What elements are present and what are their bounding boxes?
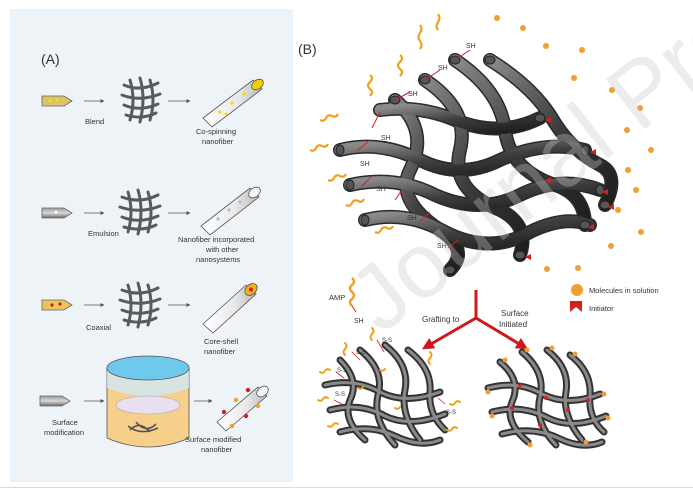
- row-coaxial: Coaxial Core-shell nanofiber: [41, 281, 258, 356]
- row-blend: Blend Co-spinning nanofiber: [41, 76, 264, 146]
- sh-label: SH: [407, 215, 417, 222]
- molecule-legend-icon: [571, 284, 583, 296]
- initiator-legend-icon: [570, 301, 582, 312]
- ss-label: S-S: [446, 410, 456, 416]
- panel-a-label: (A): [41, 51, 60, 67]
- sh-label: SH: [360, 161, 370, 168]
- surface-initiated-label: Surface: [501, 309, 529, 318]
- result-label: nanofiber: [204, 347, 236, 356]
- surface-initiated-label: Initiated: [499, 320, 527, 329]
- particle-dot: [55, 98, 59, 102]
- result-label: with other: [205, 245, 239, 254]
- grafted-mesh: [317, 327, 461, 449]
- woven-nanofiber-mesh: [333, 53, 619, 277]
- sh-label: SH: [381, 135, 391, 142]
- result-label: Nanofiber incorporated: [178, 235, 254, 244]
- ss-label: S-S: [335, 392, 345, 398]
- row-surface-modification: Surface modification Surface modified na…: [39, 355, 269, 454]
- reaction-vessel-icon: [106, 355, 190, 448]
- polymer-brush-dots: [485, 345, 611, 448]
- sh-label: SH: [466, 43, 476, 50]
- result-label: nanosystems: [196, 255, 240, 264]
- surface-initiated-mesh: [484, 345, 611, 449]
- bottom-divider: [0, 487, 693, 488]
- sh-label: SH: [354, 318, 364, 325]
- branch-arrows: Grafting to Surface Initiated: [421, 290, 529, 350]
- ss-label: S-S: [356, 350, 366, 356]
- result-label: Co-spinning: [196, 127, 236, 136]
- fiber-mesh-icon: [118, 281, 162, 329]
- grafting-to-arrow: [421, 316, 477, 350]
- grafted-amps: [317, 327, 461, 432]
- sh-label: SH: [408, 91, 418, 98]
- amp-legend: AMP SH: [329, 277, 364, 325]
- row-emulsion: Emulsion Nanofiber incorporated with oth…: [41, 186, 261, 264]
- result-label: nanofiber: [202, 137, 234, 146]
- amp-label: AMP: [329, 293, 345, 302]
- method-label: Coaxial: [86, 323, 111, 332]
- legend-molecules: Molecules in solution: [589, 286, 659, 295]
- particle-dot: [48, 99, 52, 103]
- amp-peptides: [309, 13, 441, 234]
- thiol-linkers: [357, 49, 471, 249]
- core-shell-tube-icon: [202, 283, 258, 334]
- method-label: Surface: [52, 418, 78, 427]
- ss-label: S-S: [337, 368, 347, 374]
- amp-icon: [348, 277, 356, 307]
- particle-dot: [58, 302, 62, 306]
- method-label: Emulsion: [88, 229, 119, 238]
- method-label: modification: [44, 428, 84, 437]
- needle-icon: [39, 395, 71, 407]
- method-label: Blend: [85, 117, 104, 126]
- sh-label: SH: [438, 65, 448, 72]
- tube-nanofiber-icon: [202, 78, 264, 128]
- sh-label: SH: [376, 186, 386, 193]
- grafting-to-label: Grafting to: [422, 315, 460, 324]
- sh-label: SH: [437, 243, 447, 250]
- panel-b-label: (B): [298, 41, 317, 57]
- particle-dot: [50, 303, 54, 307]
- fiber-mesh-icon: [118, 188, 162, 236]
- result-label: nanofiber: [201, 445, 233, 454]
- initiator-marks: [525, 117, 614, 260]
- particle-dot: [54, 210, 58, 214]
- result-label: Surface modified: [185, 435, 241, 444]
- surface-initiated-arrow: [475, 316, 529, 350]
- ss-label: S-S: [382, 338, 392, 344]
- tube-nanofiber-icon: [200, 186, 261, 236]
- thiol-linker: [351, 305, 357, 313]
- fiber-mesh-icon: [120, 76, 162, 124]
- legend-initiator: Initiator: [589, 304, 614, 313]
- result-label: Core-shell: [204, 337, 239, 346]
- needle-icon: [41, 299, 73, 311]
- surface-modified-tube-icon: [216, 385, 269, 432]
- legend: Molecules in solution Initiator: [570, 284, 659, 313]
- molecules-in-solution: [494, 15, 654, 272]
